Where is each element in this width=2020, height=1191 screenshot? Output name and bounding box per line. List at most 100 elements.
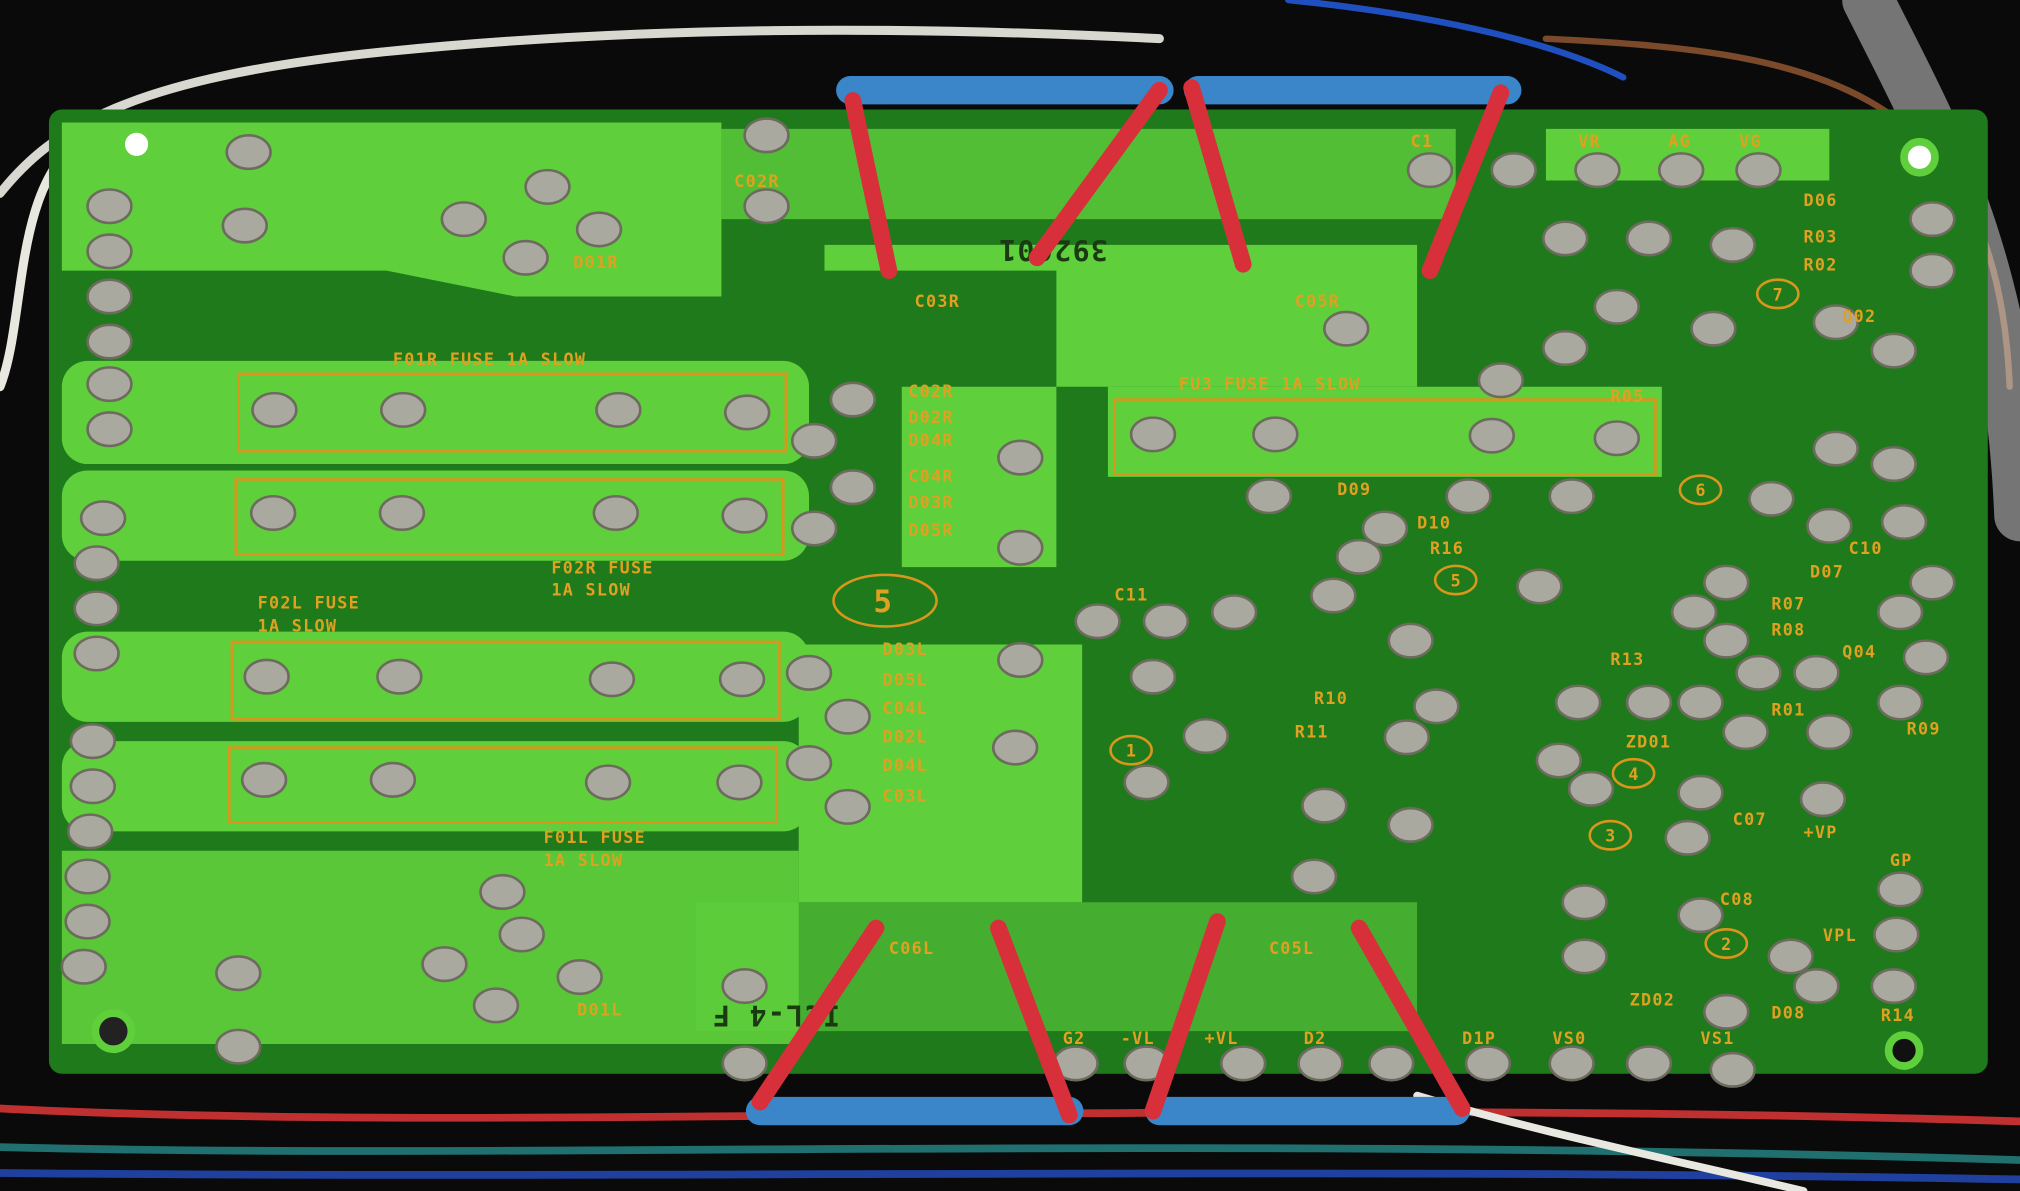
- solder-pad: [1323, 310, 1370, 347]
- label: C05L: [1269, 938, 1314, 958]
- solder-pad: [1182, 717, 1230, 755]
- fuse-label-f01l: F01L FUSE: [544, 827, 646, 847]
- solder-pad: [1129, 416, 1177, 453]
- solder-pad: [1368, 1045, 1415, 1082]
- label: ZD01: [1626, 732, 1671, 752]
- solder-pad: [595, 391, 642, 428]
- label: D1P: [1462, 1028, 1496, 1048]
- solder-pad: [1290, 858, 1338, 895]
- marker-number: 6: [1695, 480, 1706, 500]
- solder-pad: [86, 366, 133, 403]
- label: C06L: [889, 938, 934, 958]
- solder-pad: [721, 968, 768, 1005]
- solder-pad: [1870, 968, 1917, 1005]
- solder-pad: [1593, 288, 1640, 325]
- solder-pad: [1703, 622, 1750, 659]
- solder-pad: [1123, 764, 1170, 801]
- solder-pad: [1677, 897, 1724, 934]
- label: R13: [1610, 649, 1644, 669]
- solder-pad: [66, 813, 114, 850]
- solder-pad: [1574, 152, 1621, 189]
- label: AG: [1668, 131, 1691, 151]
- jumper-wires: [745, 76, 1522, 1126]
- label: C02R: [908, 381, 953, 401]
- label: D10: [1417, 512, 1451, 532]
- label: R14: [1881, 1005, 1915, 1025]
- solder-pad: [380, 391, 427, 428]
- solder-pad: [790, 422, 838, 459]
- solder-pad: [991, 729, 1039, 766]
- solder-pad: [440, 201, 487, 238]
- label: G2: [1063, 1028, 1086, 1048]
- silkscreen: F01R FUSE 1A SLOW FU3 FUSE 1A SLOW F02R …: [258, 131, 1940, 1048]
- label: C05R: [1295, 291, 1340, 311]
- solder-pads: [60, 117, 1956, 1088]
- solder-pad: [1812, 304, 1859, 341]
- label: C03R: [915, 291, 960, 311]
- fuse-label-f02l-rating: 1A SLOW: [258, 616, 338, 636]
- label: D01R: [573, 252, 618, 272]
- solder-pad: [86, 278, 133, 315]
- mounting-hole: [91, 1009, 136, 1054]
- solder-pad: [251, 391, 298, 428]
- solder-pad: [215, 955, 262, 992]
- label: +VL: [1205, 1028, 1239, 1048]
- marker-circle: [1678, 474, 1723, 506]
- solder-pad: [575, 211, 623, 248]
- label: R05: [1610, 386, 1644, 406]
- label: C04R: [908, 466, 953, 486]
- solder-pad: [86, 323, 133, 360]
- fuse-label-f01l-rating: 1A SLOW: [544, 850, 624, 870]
- solder-pad: [997, 439, 1044, 476]
- solder-pad: [1806, 714, 1853, 751]
- solder-pad: [1909, 564, 1956, 601]
- solder-pad: [718, 661, 766, 698]
- marker-number: 2: [1721, 934, 1732, 954]
- solder-pad: [1383, 719, 1430, 756]
- solder-pad: [1812, 430, 1859, 467]
- solder-pad: [1670, 594, 1718, 631]
- solder-pad: [1877, 684, 1924, 721]
- solder-pad: [1516, 568, 1563, 605]
- label: +VP: [1804, 822, 1838, 842]
- fuse-label-f02l: F02L FUSE: [258, 592, 360, 612]
- solder-pad: [829, 381, 877, 418]
- solder-pad: [1445, 478, 1492, 515]
- label: D09: [1337, 479, 1371, 499]
- solder-pad: [249, 494, 297, 532]
- solder-pad: [1880, 503, 1928, 541]
- solder-pad: [1735, 654, 1782, 691]
- label: D2: [1304, 1028, 1327, 1048]
- label: D04R: [908, 430, 953, 450]
- marker-number: 3: [1605, 826, 1616, 846]
- fuse-label-f01r: F01R FUSE 1A SLOW: [393, 349, 586, 369]
- solder-pad: [743, 188, 790, 225]
- solder-pad: [69, 723, 116, 760]
- solder-pad: [1210, 594, 1258, 631]
- solder-pad: [86, 233, 133, 270]
- solder-pad: [378, 494, 426, 532]
- label: D01L: [577, 1000, 622, 1020]
- solder-pad: [1873, 916, 1920, 953]
- label: VS0: [1552, 1028, 1586, 1048]
- solder-pad: [1535, 742, 1582, 779]
- solder-pad: [1301, 787, 1348, 824]
- label: R03: [1804, 226, 1838, 246]
- marker-circle: [1755, 278, 1800, 310]
- mounting-hole: [1900, 137, 1939, 177]
- solder-pad: [472, 987, 520, 1024]
- label: -VL: [1121, 1028, 1155, 1048]
- solder-pad: [215, 1028, 262, 1065]
- solder-pad: [1387, 622, 1434, 659]
- solder-pad: [1748, 480, 1795, 517]
- solder-pad: [225, 134, 272, 171]
- solder-pad: [1142, 603, 1190, 640]
- mounting-hole: [1884, 1031, 1924, 1070]
- solder-pad: [1657, 152, 1705, 189]
- label: D07: [1810, 561, 1844, 581]
- label: D08: [1771, 1002, 1805, 1022]
- solder-pad: [524, 168, 571, 205]
- solder-pad: [1767, 938, 1814, 975]
- section-marker: 5: [873, 584, 893, 620]
